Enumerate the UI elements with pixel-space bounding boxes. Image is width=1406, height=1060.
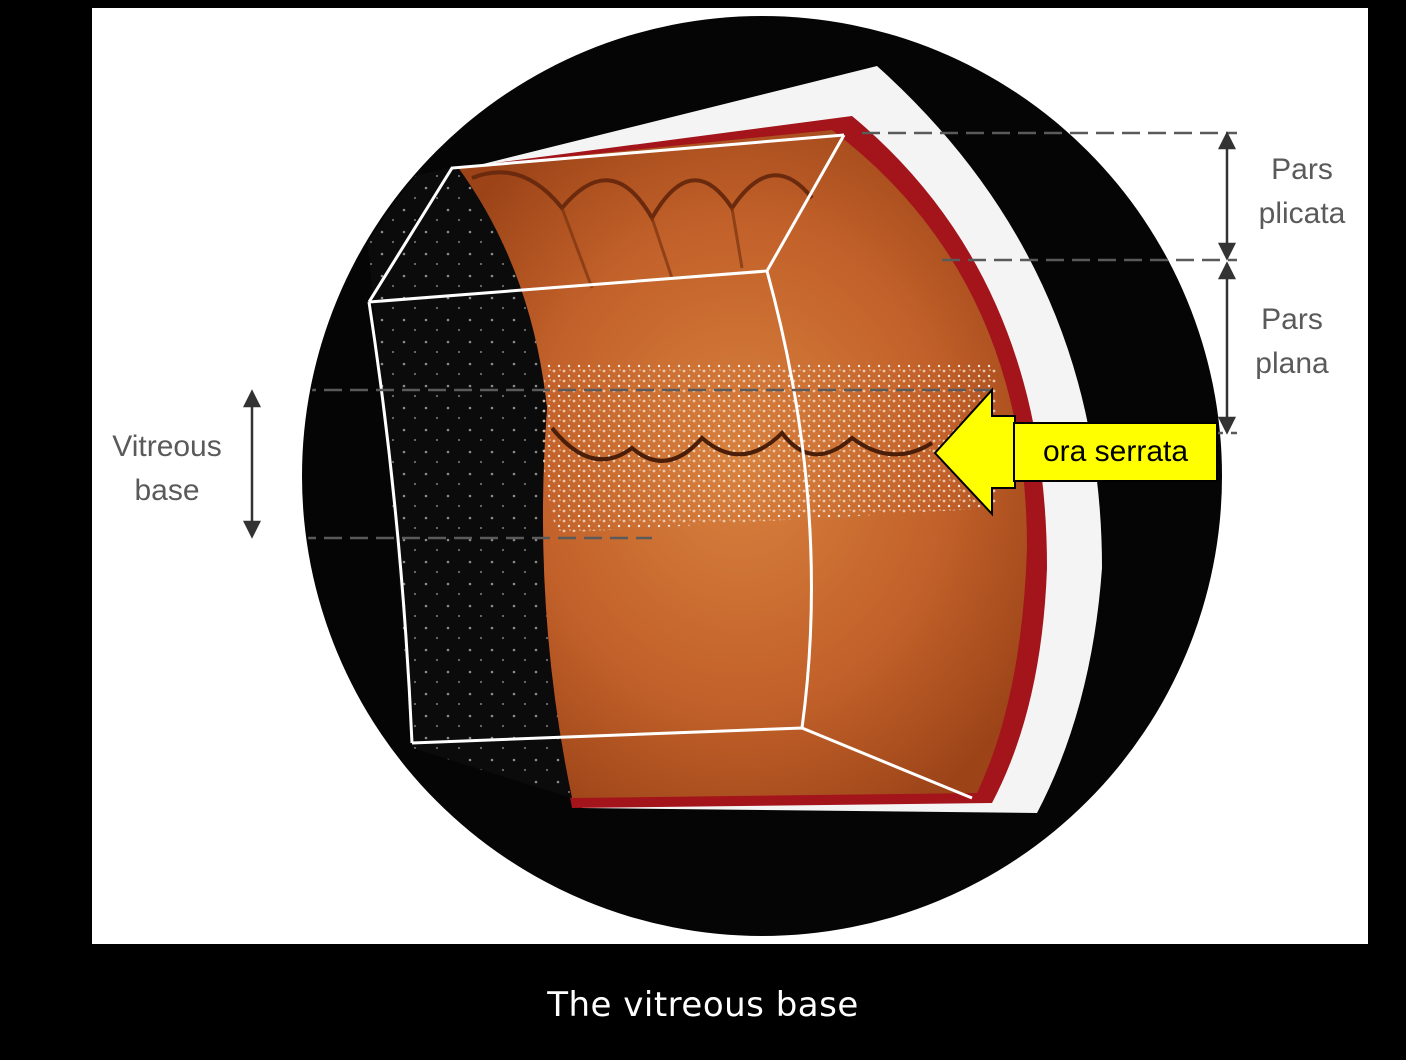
- ora-serrata-callout: ora serrata: [1013, 422, 1218, 482]
- slide-caption: The vitreous base: [0, 985, 1406, 1025]
- ora-serrata-label: ora serrata: [1043, 435, 1188, 469]
- figure-panel: Pars plicata Pars plana Vitreous base or…: [92, 8, 1368, 944]
- label-vitreous-base: Vitreous base: [92, 425, 242, 513]
- label-pars-plana: Pars plana: [1232, 298, 1352, 386]
- label-pars-plicata: Pars plicata: [1242, 148, 1362, 236]
- vitreous-base-band: [541, 363, 997, 533]
